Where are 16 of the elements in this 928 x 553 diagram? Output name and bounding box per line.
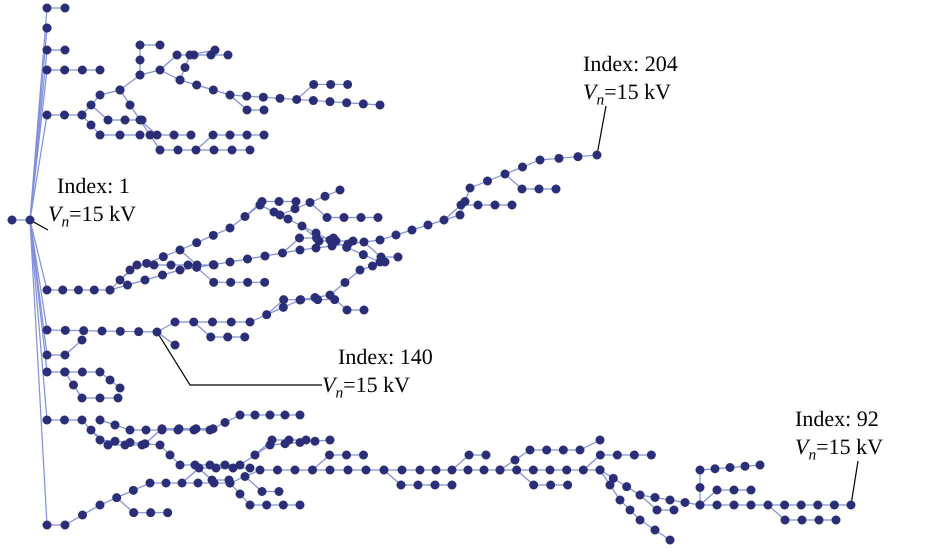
voltage-label: V$_{n}$=15 kV (795, 434, 883, 459)
bus-node-dot (152, 328, 162, 336)
voltage-label: V$_{n}$=15 kV (48, 201, 136, 226)
leader-line (158, 335, 322, 386)
voltage-label: V$_{n}$=15 kV (322, 372, 410, 397)
voltage-label: V$_{n}$=15 kV (583, 79, 671, 104)
bus-node-dot (26, 216, 34, 224)
index-label: Index: 140 (338, 344, 433, 369)
leader-line (851, 460, 859, 501)
leader-line (34, 222, 48, 231)
bus-node-dot (592, 150, 602, 160)
index-label: Index: 204 (583, 51, 678, 76)
index-label: Index: 1 (57, 173, 130, 198)
bus-node-dot (846, 500, 856, 510)
index-label: Index: 92 (795, 406, 879, 431)
leader-line (597, 106, 607, 151)
